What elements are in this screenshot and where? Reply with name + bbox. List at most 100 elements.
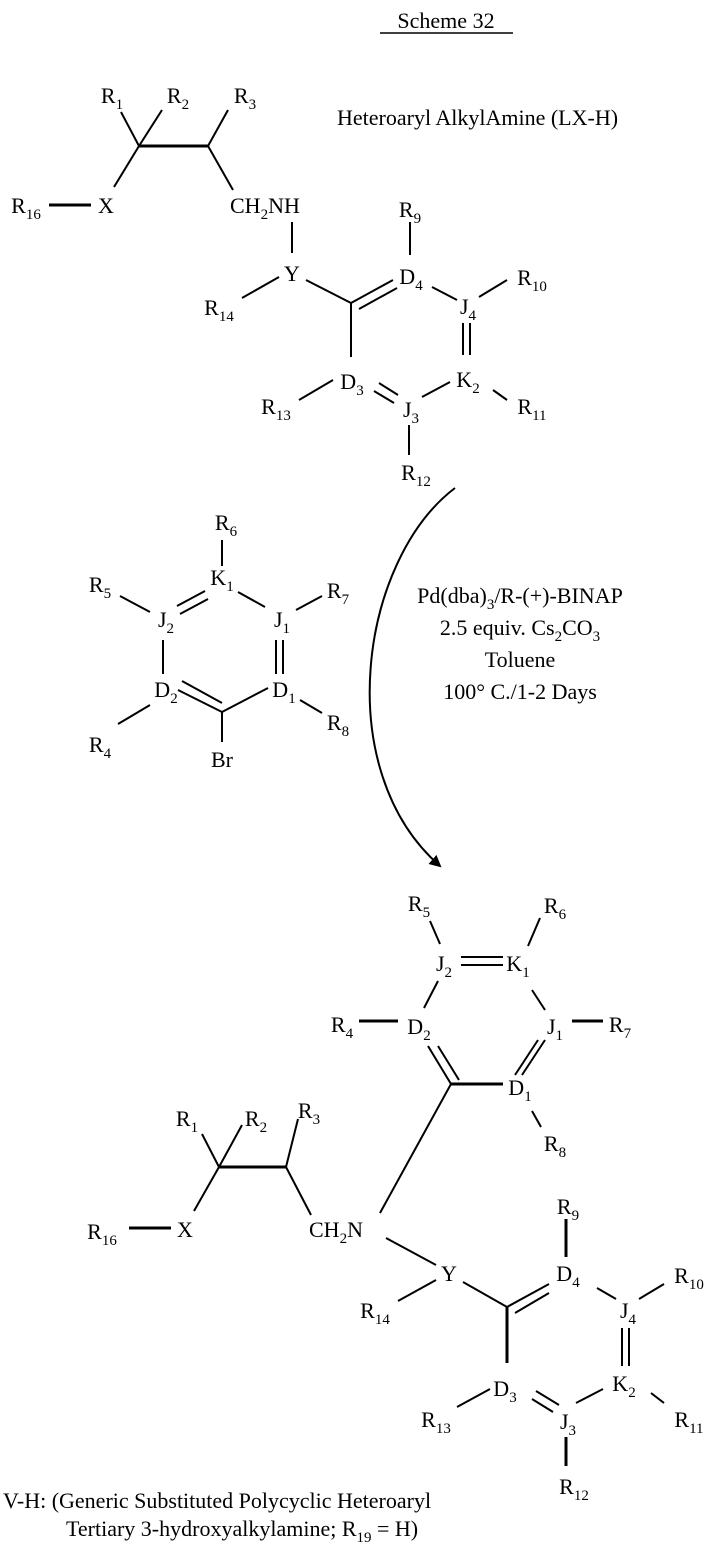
label-base: R <box>87 1219 102 1244</box>
condition-solvent: Toluene <box>485 647 556 672</box>
label-sub: 1 <box>283 621 291 637</box>
label-base: K <box>612 1371 628 1396</box>
top-atom-label-r3: R3 <box>234 83 256 113</box>
label-base: D <box>272 677 288 702</box>
label-base: R <box>401 460 416 485</box>
label-sub: 10 <box>689 1277 704 1293</box>
label-base: R <box>331 1012 346 1037</box>
label-base: R <box>89 572 104 597</box>
bromide-atom-label-br: Br <box>211 747 234 772</box>
product-atom-label-x: X <box>177 1217 193 1242</box>
label-base: K <box>506 951 522 976</box>
top-atom-label-r2: R2 <box>167 83 189 113</box>
label-base: D <box>154 677 170 702</box>
label-base: R <box>245 1106 260 1131</box>
label-sub: 3 <box>569 1423 577 1439</box>
label-tail: NH <box>268 193 300 218</box>
product-atom-label-r8: R8 <box>544 1131 566 1161</box>
label-sub: 9 <box>572 1208 580 1224</box>
label-sub: 1 <box>556 1028 564 1044</box>
label-base: R <box>399 197 414 222</box>
label-sub: 13 <box>436 1421 451 1437</box>
label-sub: 12 <box>574 1488 589 1504</box>
label-sub: 10 <box>532 279 547 295</box>
label-sub: 8 <box>342 724 350 740</box>
label-base: R <box>557 1194 572 1219</box>
caption-line-1: V-H: (Generic Substituted Polycyclic Het… <box>3 1488 431 1513</box>
label-base: Y <box>441 1261 457 1286</box>
product-atom-label-r7: R7 <box>609 1012 632 1042</box>
label-sub: 11 <box>689 1421 703 1437</box>
label-sub: 4 <box>346 1026 354 1042</box>
label-sub: 4 <box>415 278 423 294</box>
top-atom-label-r11: R11 <box>517 394 546 424</box>
label-sub: 2 <box>340 1231 348 1247</box>
top-atom-label-d4: D4 <box>399 264 423 294</box>
label-base: K <box>210 565 226 590</box>
product-atom-label-r2: R2 <box>245 1106 267 1136</box>
label-sub: 2 <box>628 1385 636 1401</box>
bromide-atom-label-r5: R5 <box>89 572 111 602</box>
caption-line-2: Tertiary 3-hydroxyalkylamine; R19 = H) <box>66 1516 418 1546</box>
label-sub: 2 <box>167 621 175 637</box>
label-base: R <box>167 83 182 108</box>
product-bonds <box>129 918 664 1466</box>
product-atom-label-r11: R11 <box>674 1407 703 1437</box>
top-atom-label-ch2nh: CH2NH <box>230 193 300 223</box>
label-sub: 5 <box>104 586 112 602</box>
product-atom-label-r10: R10 <box>674 1263 704 1293</box>
label-base: D <box>508 1075 524 1100</box>
label-sub: 1 <box>524 1089 532 1105</box>
label-sub: 14 <box>219 309 235 325</box>
label-sub: 2 <box>423 1028 431 1044</box>
top-atom-label-y: Y <box>284 261 300 286</box>
product-atom-label-r3: R3 <box>298 1098 320 1128</box>
top-atom-label-x: X <box>98 193 114 218</box>
label-base: R <box>408 891 423 916</box>
product-atom-label-y: Y <box>441 1261 457 1286</box>
product-atom-label-j1: J1 <box>547 1014 563 1044</box>
label-sub: 2 <box>445 965 453 981</box>
label-base: R <box>544 1131 559 1156</box>
product-atom-label-r4: R4 <box>331 1012 354 1042</box>
label-sub: 3 <box>249 97 257 113</box>
label-sub: 11 <box>532 408 546 424</box>
label-base: D <box>399 264 415 289</box>
label-base: R <box>101 83 116 108</box>
label-sub: 7 <box>342 592 350 608</box>
label-sub: 1 <box>288 691 296 707</box>
label-sub: 3 <box>412 411 420 427</box>
product-atom-label-ch2n: CH2N <box>309 1217 363 1247</box>
label-base: CH <box>309 1217 340 1242</box>
bromide-atom-label-d1: D1 <box>272 677 295 707</box>
label-base: D <box>340 369 356 394</box>
label-base: R <box>327 710 342 735</box>
product-atom-label-d4: D4 <box>556 1261 580 1291</box>
label-sub: 4 <box>469 308 477 324</box>
condition-catalyst: Pd(dba)3/R-(+)-BINAP <box>417 583 623 613</box>
label-base: X <box>98 193 114 218</box>
label-base: R <box>517 394 532 419</box>
product-atom-label-r12: R12 <box>559 1474 589 1504</box>
scheme-title: Scheme 32 <box>397 8 494 33</box>
label-sub: 4 <box>572 1275 580 1291</box>
product-atom-label-d3: D3 <box>493 1376 516 1406</box>
label-sub: 2 <box>260 1120 268 1136</box>
label-sub: 2 <box>261 207 269 223</box>
label-base: Y <box>284 261 300 286</box>
label-base: R <box>298 1098 313 1123</box>
label-sub: 13 <box>276 408 291 424</box>
label-sub: 16 <box>102 1233 118 1249</box>
label-sub: 3 <box>509 1390 517 1406</box>
product-atom-label-j3: J3 <box>560 1409 576 1439</box>
product-atom-label-k1: K1 <box>506 951 529 981</box>
condition-base: 2.5 equiv. Cs2CO3 <box>440 615 600 645</box>
product-atom-label-k2: K2 <box>612 1371 635 1401</box>
product-atom-label-r14: R14 <box>360 1298 390 1328</box>
label-sub: 4 <box>629 1312 637 1328</box>
bromide-atom-label-r6: R6 <box>215 510 238 540</box>
top-atom-label-r12: R12 <box>401 460 431 490</box>
label-sub: 6 <box>230 524 238 540</box>
top-atom-label-r1: R1 <box>101 83 123 113</box>
label-tail: N <box>347 1217 363 1242</box>
